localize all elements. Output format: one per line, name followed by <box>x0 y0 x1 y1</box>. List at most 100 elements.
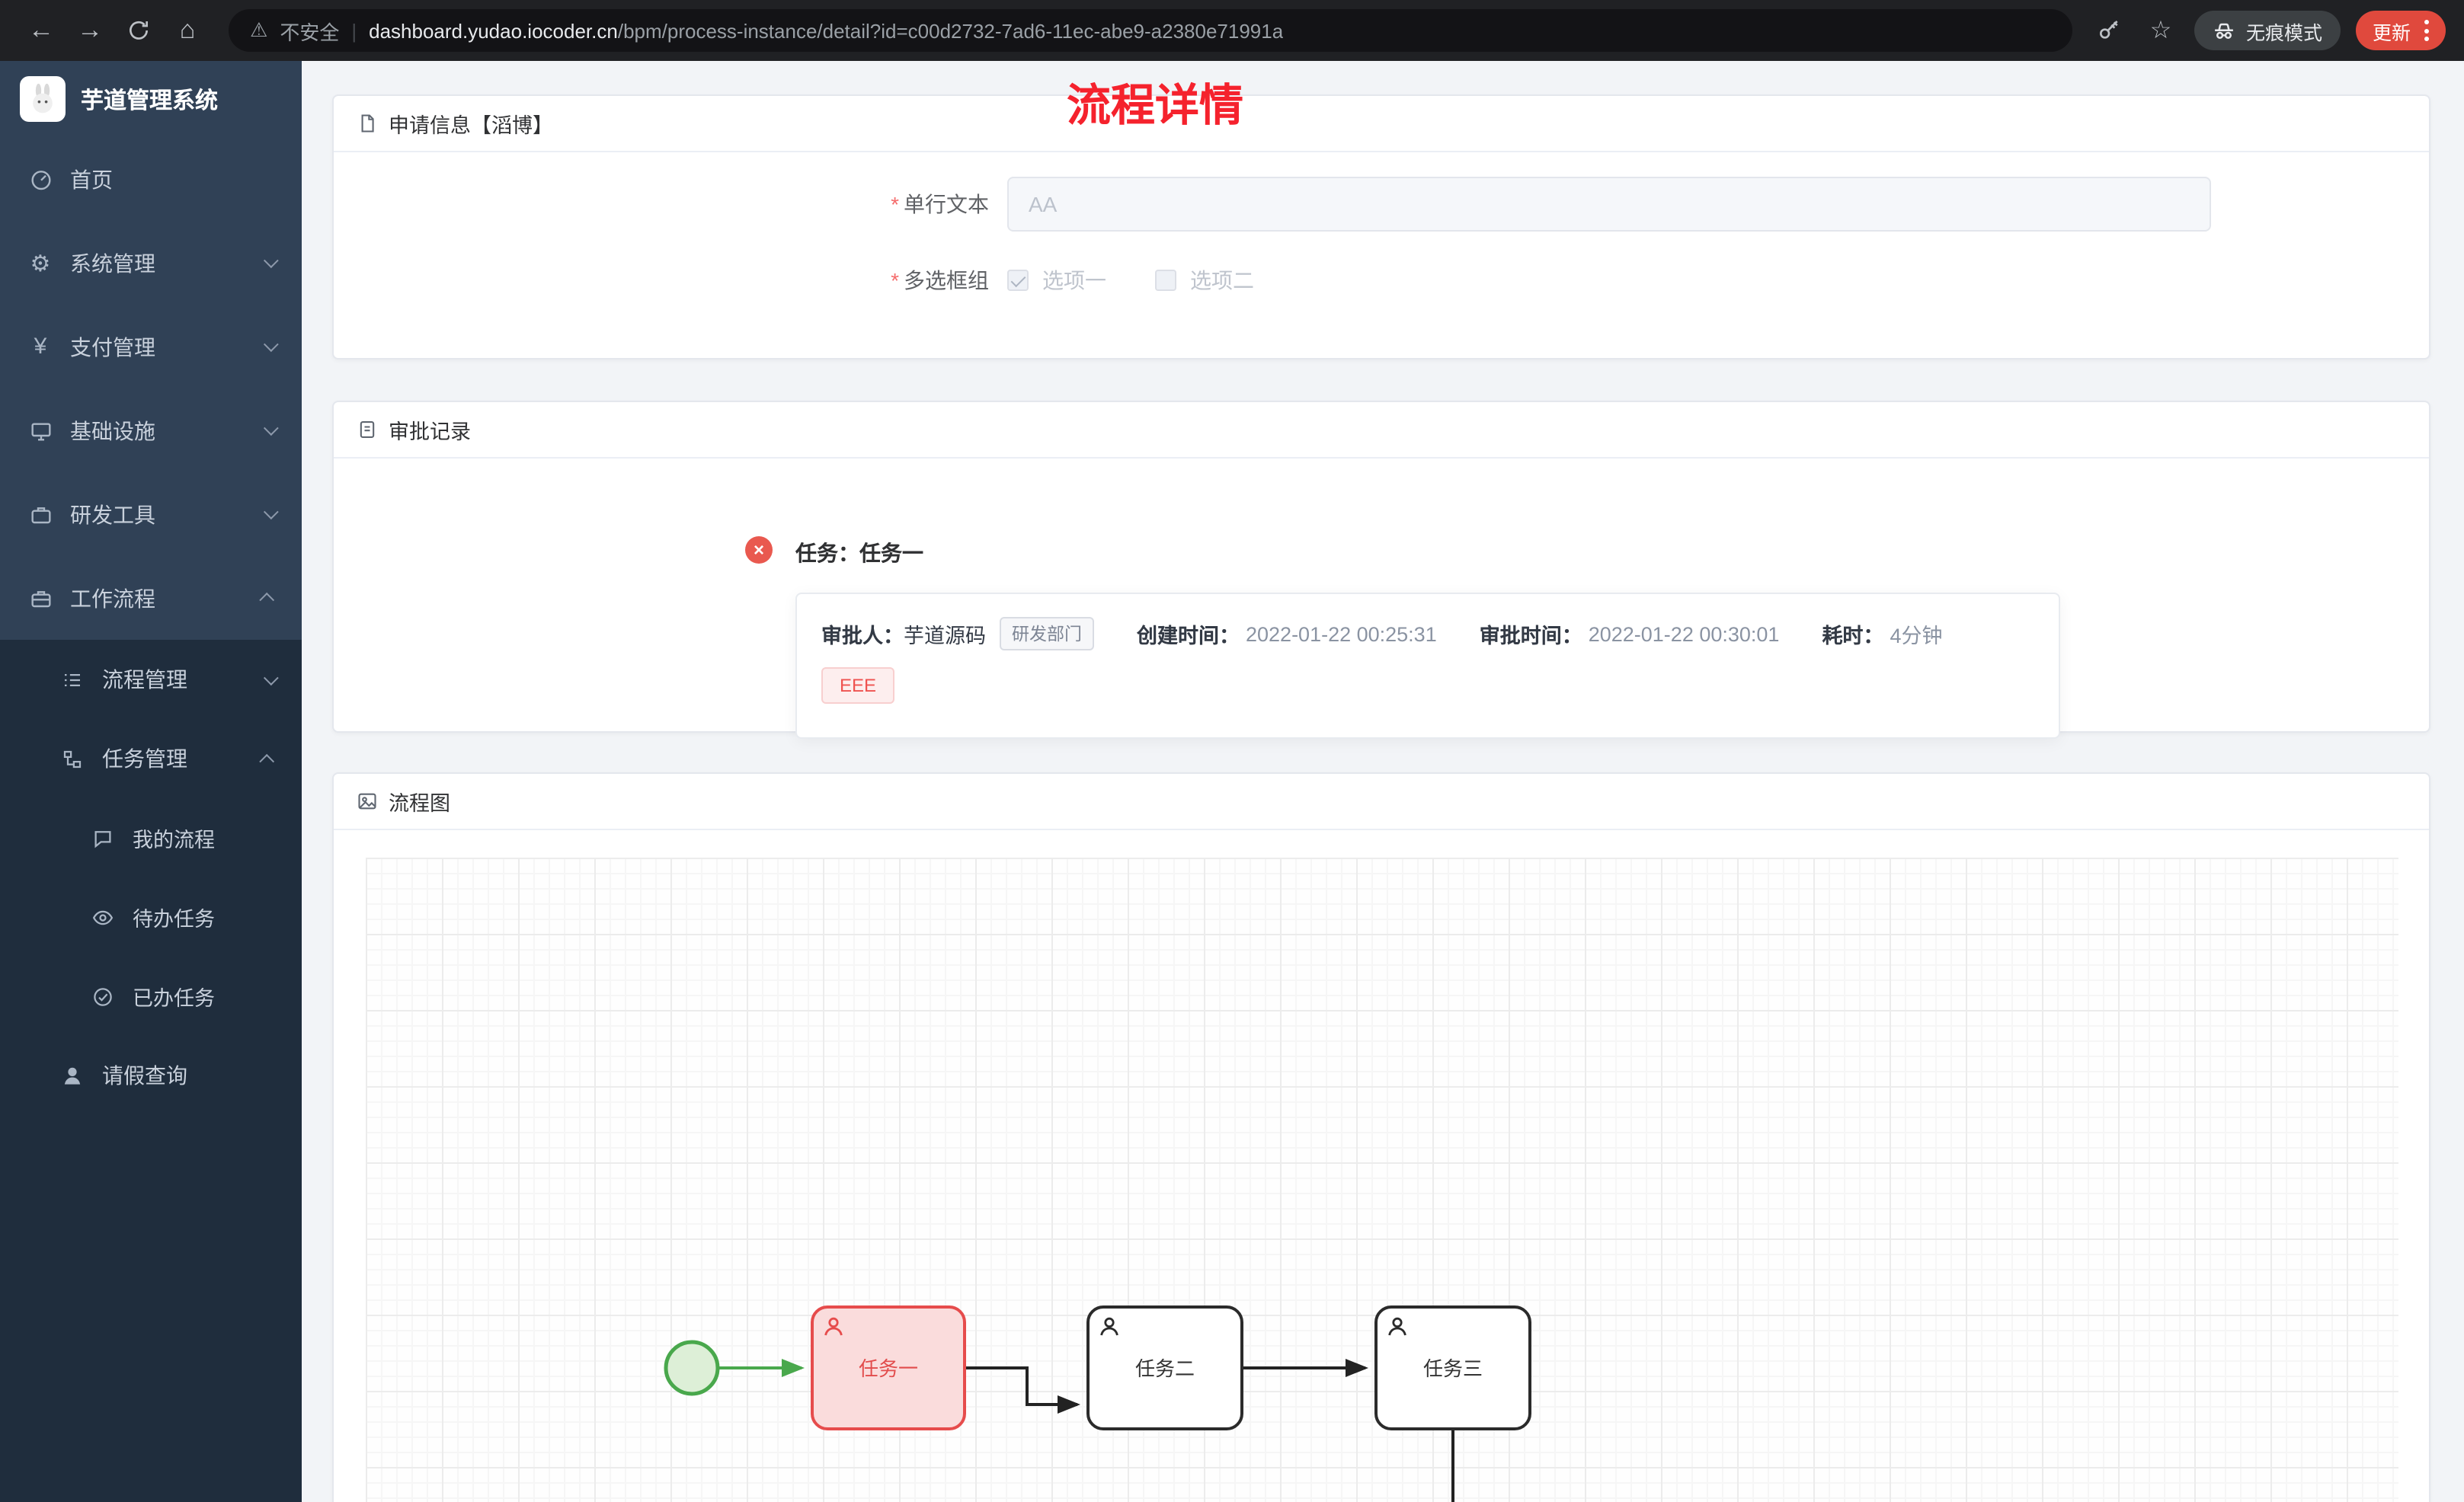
key-icon[interactable] <box>2091 12 2127 49</box>
monitor-icon <box>27 418 53 443</box>
reload-button[interactable] <box>116 8 162 53</box>
checkbox-option-1[interactable]: 选项一 <box>1007 265 1106 296</box>
incognito-icon <box>2215 22 2233 38</box>
update-button[interactable]: 更新 <box>2355 11 2446 50</box>
incognito-label: 无痕模式 <box>2245 22 2322 43</box>
sitemap-icon <box>59 747 85 770</box>
sidebar-item-system[interactable]: ⚙ 系统管理 <box>0 221 302 305</box>
sidebar-item-label: 请假查询 <box>102 1063 187 1088</box>
chevron-down-icon <box>263 253 279 269</box>
document-icon <box>361 114 374 133</box>
menu-dots-icon[interactable] <box>2424 20 2429 41</box>
approval-record-card-header: 审批记录 <box>334 402 2429 459</box>
task-3-label: 任务三 <box>1423 1357 1483 1380</box>
sidebar-item-label: 流程管理 <box>102 667 187 692</box>
duration-value: 4分钟 <box>1890 625 1943 647</box>
approve-time-value: 2022-01-22 00:30:01 <box>1588 622 1780 645</box>
forward-button[interactable]: → <box>77 15 103 44</box>
single-line-text-input[interactable] <box>1007 177 2211 232</box>
user-task-3[interactable]: 任务三 <box>1374 1305 1531 1430</box>
sidebar-item-workflow[interactable]: 工作流程 <box>0 556 302 640</box>
person-icon <box>1100 1317 1118 1336</box>
chevron-down-icon <box>263 670 279 685</box>
text-field-label: *单行文本 <box>891 192 989 216</box>
required-marker: * <box>891 268 899 292</box>
url-domain: dashboard.yudao.iocoder.cn <box>369 19 618 42</box>
create-time-value: 2022-01-22 00:25:31 <box>1246 622 1437 645</box>
approval-record-card: 审批记录 × 任务：任务一 审批人： 芋道源码 研发部门 创建时间： 2022-… <box>332 401 2430 739</box>
security-label: 不安全 <box>280 21 340 43</box>
checkbox-option-1-label: 选项一 <box>1042 268 1106 292</box>
bpmn-canvas[interactable]: 任务一 任务二 <box>366 858 2398 1502</box>
url-path: /bpm/process-instance/detail?id=c00d2732… <box>617 19 1284 42</box>
back-button[interactable]: ← <box>28 15 54 44</box>
task-error-icon: × <box>745 536 773 564</box>
home-button[interactable]: ⌂ <box>179 15 196 44</box>
divider: | <box>351 19 357 42</box>
sidebar-item-label: 待办任务 <box>133 908 215 931</box>
assignee-name: 芋道源码 <box>904 625 986 647</box>
sidebar-item-devtools[interactable]: 研发工具 <box>0 472 302 556</box>
record-icon <box>360 421 375 438</box>
flow-task1-to-task2 <box>965 1366 1080 1414</box>
person-icon <box>824 1317 843 1336</box>
task-2-label: 任务二 <box>1135 1357 1195 1380</box>
approve-time-label: 审批时间： <box>1479 625 1582 647</box>
process-diagram-card-title: 流程图 <box>389 792 450 815</box>
main-content: 流程详情 申请信息【滔博】 *单行文本 *多选框组 选项一 <box>302 61 2464 1502</box>
list-icon <box>59 668 85 691</box>
sidebar-item-label: 研发工具 <box>70 502 155 526</box>
sidebar-item-process-mgmt[interactable]: 流程管理 <box>0 640 302 719</box>
required-marker: * <box>891 192 899 216</box>
app-logo-row[interactable]: 芋道管理系统 <box>0 61 302 137</box>
address-bar[interactable]: ⚠ 不安全 | dashboard.yudao.iocoder.cn/bpm/p… <box>229 9 2072 52</box>
user-icon <box>59 1064 85 1087</box>
process-diagram-card-header: 流程图 <box>334 774 2429 830</box>
apply-info-card-header: 申请信息【滔博】 <box>334 96 2429 152</box>
sidebar-item-label: 首页 <box>70 167 113 191</box>
checkbox-option-2[interactable]: 选项二 <box>1155 265 1254 296</box>
apply-info-card: 申请信息【滔博】 *单行文本 *多选框组 选项一 选项二 <box>332 94 2430 360</box>
chevron-down-icon <box>263 504 279 520</box>
sidebar-item-done-tasks[interactable]: 已办任务 <box>0 957 302 1036</box>
sidebar-item-label: 工作流程 <box>70 586 155 610</box>
briefcase-icon <box>27 502 53 526</box>
eye-icon <box>90 906 116 928</box>
incognito-badge[interactable]: 无痕模式 <box>2194 11 2341 50</box>
chevron-down-icon <box>263 420 279 436</box>
bpmn-diagram: 任务一 任务二 <box>664 1305 1531 1502</box>
reload-icon <box>130 21 148 40</box>
approval-record-card-title: 审批记录 <box>389 420 471 443</box>
gear-icon: ⚙ <box>30 251 51 276</box>
comment-tag: EEE <box>821 667 895 704</box>
sidebar-item-infra[interactable]: 基础设施 <box>0 388 302 472</box>
page-title: 流程详情 <box>1066 82 1244 131</box>
sidebar-item-home[interactable]: 首页 <box>0 137 302 221</box>
start-event[interactable] <box>664 1340 720 1396</box>
approval-timeline: × 任务：任务一 审批人： 芋道源码 研发部门 创建时间： 2022-01-22… <box>334 459 2429 739</box>
sidebar-item-my-process[interactable]: 我的流程 <box>0 798 302 877</box>
task-title: 任务：任务一 <box>795 541 923 565</box>
dept-tag: 研发部门 <box>1000 617 1094 650</box>
sidebar-item-payment[interactable]: ¥ 支付管理 <box>0 305 302 388</box>
sidebar-item-todo-tasks[interactable]: 待办任务 <box>0 877 302 957</box>
sidebar-item-label: 支付管理 <box>70 334 155 359</box>
user-task-1[interactable]: 任务一 <box>811 1305 966 1430</box>
sidebar-item-leave-query[interactable]: 请假查询 <box>0 1036 302 1115</box>
chevron-down-icon <box>263 337 279 353</box>
duration-label: 耗时： <box>1822 625 1884 647</box>
sidebar: 芋道管理系统 首页 ⚙ 系统管理 ¥ 支付管理 <box>0 61 302 1502</box>
bookmark-star-icon[interactable]: ☆ <box>2149 18 2172 44</box>
image-icon <box>358 793 376 810</box>
assignee-label: 审批人： <box>821 625 904 647</box>
sidebar-item-label: 基础设施 <box>70 418 155 443</box>
checkbox-option-2-label: 选项二 <box>1190 268 1254 292</box>
task-1-label: 任务一 <box>859 1357 918 1380</box>
app-logo <box>20 76 66 122</box>
user-task-2[interactable]: 任务二 <box>1086 1305 1243 1430</box>
sidebar-item-task-mgmt[interactable]: 任务管理 <box>0 719 302 798</box>
workflow-icon <box>27 586 53 610</box>
check-circle-icon <box>90 985 116 1008</box>
yen-icon: ¥ <box>34 334 47 360</box>
person-icon <box>1388 1317 1406 1336</box>
